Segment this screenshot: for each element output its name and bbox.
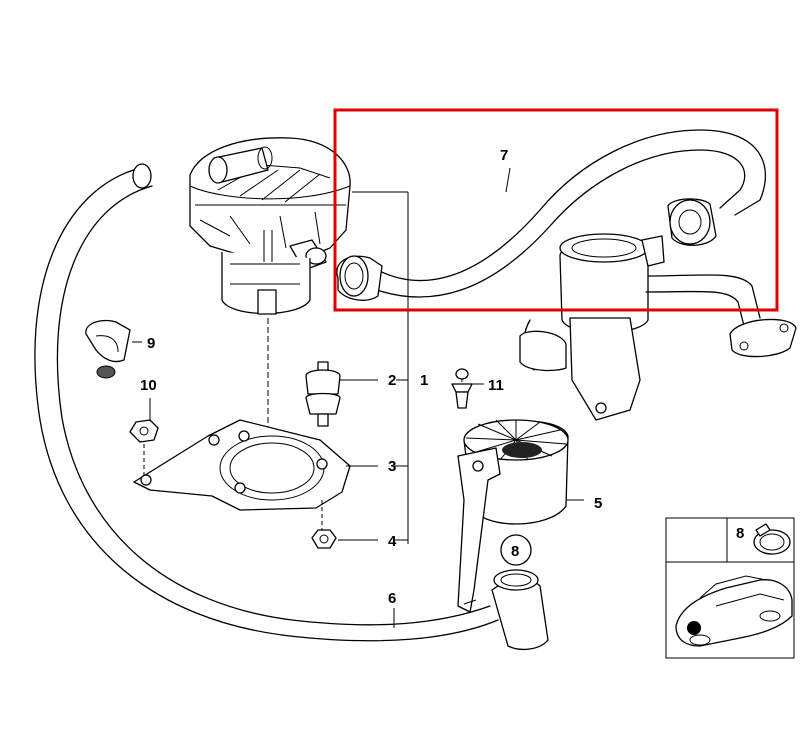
clamp-part-8 [500, 534, 532, 566]
car-location-icon [675, 575, 793, 647]
air-pump-part-1 [189, 137, 351, 315]
callout-labels: 7 9 10 2 1 11 3 5 4 8 6 8 [140, 147, 744, 607]
bracket-part-3 [133, 419, 408, 511]
callout-8: 8 [511, 543, 519, 560]
hose-clamp-icon [753, 523, 791, 555]
clip-part-9 [85, 319, 142, 379]
nut-part-4 [311, 500, 408, 549]
rivet-part-11 [451, 368, 484, 409]
callout-1: 1 [420, 372, 428, 389]
callout-5: 5 [594, 495, 602, 512]
hose-part-7 [336, 129, 767, 301]
check-valve-assembly [519, 233, 797, 421]
callout-11: 11 [488, 377, 504, 394]
callout-2: 2 [388, 372, 396, 389]
callout-6: 6 [388, 590, 396, 607]
highlight-box [333, 108, 779, 312]
callout-10: 10 [140, 377, 157, 394]
rubber-mount-part-2 [305, 361, 378, 427]
inset-panel [665, 517, 795, 659]
callout-4: 4 [388, 533, 397, 550]
hose-part-6 [34, 163, 549, 651]
air-filter-part-5 [457, 419, 584, 613]
callout-7: 7 [500, 147, 508, 164]
callout-3: 3 [388, 458, 396, 475]
callout-8-inset: 8 [736, 525, 744, 542]
callout-9: 9 [147, 335, 155, 352]
nut-part-10 [129, 398, 159, 478]
